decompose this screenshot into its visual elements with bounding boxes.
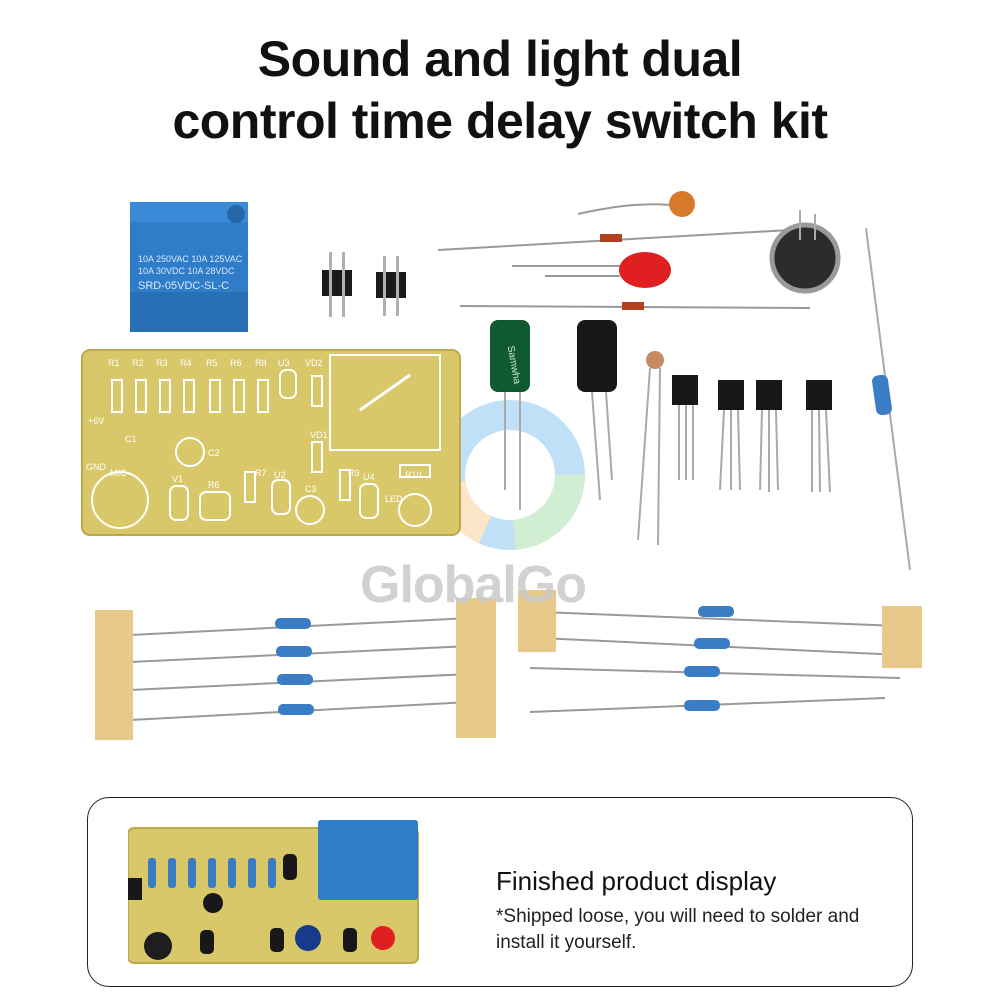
pcb-label-r1: R1	[108, 358, 120, 368]
pcb-label-led: LED	[385, 494, 403, 504]
finished-product-heading: Finished product display	[496, 866, 777, 896]
watermark-text: GlobalGo	[360, 556, 587, 614]
title-line-1: Sound and light dual	[257, 31, 743, 87]
relay-spec-1: 10A 250VAC 10A 125VAC	[138, 254, 243, 264]
relay: 10A 250VAC 10A 125VAC 10A 30VDC 10A 28VD…	[130, 202, 248, 332]
pcb-label-r4: R4	[180, 358, 192, 368]
pcb-label-c1: C1	[125, 434, 137, 444]
relay-model: SRD-05VDC-SL-C	[138, 280, 229, 292]
resistor-strip-right	[518, 590, 922, 713]
photoresistor	[637, 351, 664, 546]
pcb-label-c2: C2	[208, 448, 220, 458]
pcb-label-r6: R6	[230, 358, 242, 368]
electrolytic-capacitors: Samwha	[490, 320, 617, 510]
pcb-label-c3: C3	[305, 484, 317, 494]
pcb-label-r9: R9	[348, 468, 360, 478]
resistor-strip-left	[95, 598, 496, 740]
pcb-label-mic: MIC	[110, 468, 127, 478]
pcb-label-vd1: VD1	[310, 430, 328, 440]
diodes	[437, 229, 811, 310]
header-pins	[322, 252, 406, 317]
pcb-label-r8: R8	[255, 358, 267, 368]
kit-components-photo: 10A 250VAC 10A 125VAC 10A 30VDC 10A 28VD…	[81, 191, 922, 740]
pcb-label-r5: R5	[206, 358, 218, 368]
relay-spec-2: 10A 30VDC 10A 28VDC	[138, 266, 235, 276]
finished-product-note: *Shipped loose, you will need to solder …	[496, 906, 860, 953]
pcb-label-gnd: GND	[86, 462, 107, 472]
finished-product-card: Finished product display *Shipped loose,…	[87, 797, 913, 987]
pcb-label-vd2: VD2	[305, 358, 323, 368]
pcb-label-u3: U3	[278, 358, 290, 368]
finished-product-photo	[128, 820, 419, 964]
pcb-label-r10: R10	[405, 470, 422, 480]
pcb-label-u4: U4	[363, 472, 375, 482]
pcb-label-r7: R7	[255, 468, 267, 478]
pcb-label-r2: R2	[132, 358, 144, 368]
pcb-label-v1: V1	[172, 474, 183, 484]
vertical-resistor	[865, 227, 911, 571]
pcb-label-r6b: R6	[208, 480, 220, 490]
pcb-board: R1 R2 R3 R4 R5 R6 R8 U3 VD2 C1 C2 MIC V1…	[81, 349, 461, 536]
pcb-label-u2: U2	[274, 470, 286, 480]
pcb-label-6v: +6V	[88, 416, 104, 426]
title-line-2: control time delay switch kit	[172, 93, 828, 149]
ceramic-capacitor	[577, 191, 695, 217]
page-title: Sound and light dual control time delay …	[0, 28, 1000, 152]
red-led	[512, 252, 671, 288]
microphone	[769, 210, 841, 294]
pcb-label-r3: R3	[156, 358, 168, 368]
transistors	[672, 375, 832, 493]
